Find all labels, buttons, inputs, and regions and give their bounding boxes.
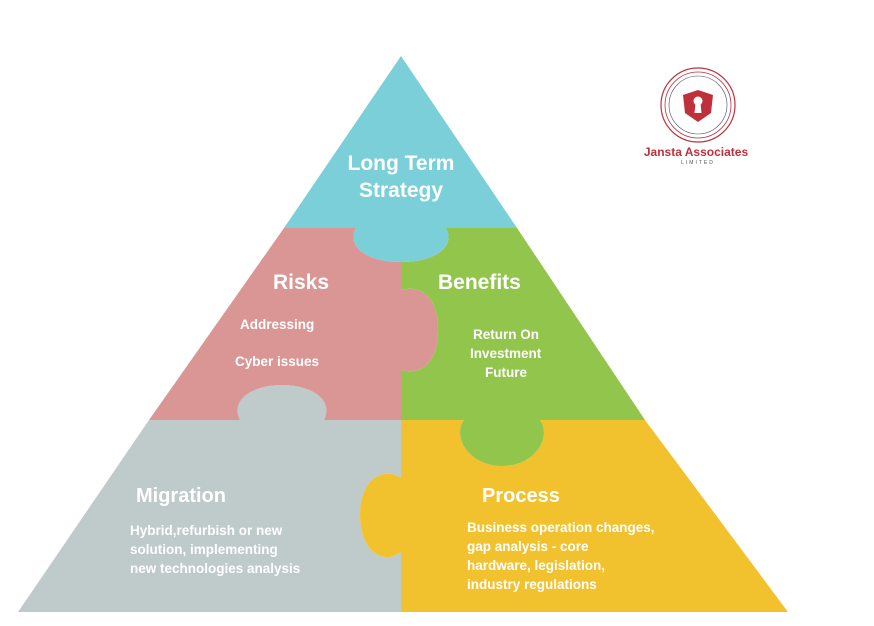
benefits-line-2: Investment bbox=[470, 346, 542, 361]
company-logo: Jansta Associates LIMITED bbox=[644, 67, 749, 166]
strategy-piece: Long Term Strategy bbox=[284, 56, 517, 262]
risks-line-1: Addressing bbox=[240, 317, 314, 332]
strategy-shape bbox=[284, 56, 517, 262]
logo-subtitle: LIMITED bbox=[681, 160, 715, 166]
process-line-2: gap analysis - core bbox=[467, 539, 589, 554]
risks-title: Risks bbox=[273, 271, 329, 294]
process-line-4: industry regulations bbox=[467, 577, 597, 592]
process-title: Process bbox=[482, 485, 560, 507]
process-line-3: hardware, legislation, bbox=[467, 558, 605, 573]
risks-shape bbox=[149, 228, 438, 420]
migration-title: Migration bbox=[136, 485, 226, 507]
migration-line-2: solution, implementing bbox=[130, 542, 278, 557]
migration-line-3: new technologies analysis bbox=[130, 561, 300, 576]
benefits-piece: Benefits Return On Investment Future bbox=[401, 228, 645, 466]
logo-ring-inner bbox=[668, 75, 728, 135]
migration-piece: Migration Hybrid,refurbish or new soluti… bbox=[18, 385, 401, 612]
benefits-title: Benefits bbox=[438, 271, 521, 294]
migration-shape bbox=[18, 385, 401, 612]
strategy-title-line-2: Strategy bbox=[359, 179, 443, 202]
logo-name: Jansta Associates bbox=[644, 145, 749, 159]
benefits-line-1: Return On bbox=[473, 327, 539, 342]
shield-keyhole-icon bbox=[683, 90, 713, 122]
process-piece: Process Business operation changes, gap … bbox=[360, 420, 788, 612]
process-line-1: Business operation changes, bbox=[467, 520, 655, 535]
benefits-line-3: Future bbox=[485, 365, 527, 380]
migration-line-1: Hybrid,refurbish or new bbox=[130, 523, 283, 538]
risks-line-2: Cyber issues bbox=[235, 354, 319, 369]
logo-ring-mid bbox=[664, 71, 732, 139]
benefits-shape bbox=[401, 228, 645, 466]
strategy-title-line-1: Long Term bbox=[348, 152, 455, 175]
logo-ring-outer bbox=[660, 67, 736, 143]
process-shape bbox=[360, 420, 788, 612]
risks-piece: Risks Addressing Cyber issues bbox=[149, 228, 438, 420]
